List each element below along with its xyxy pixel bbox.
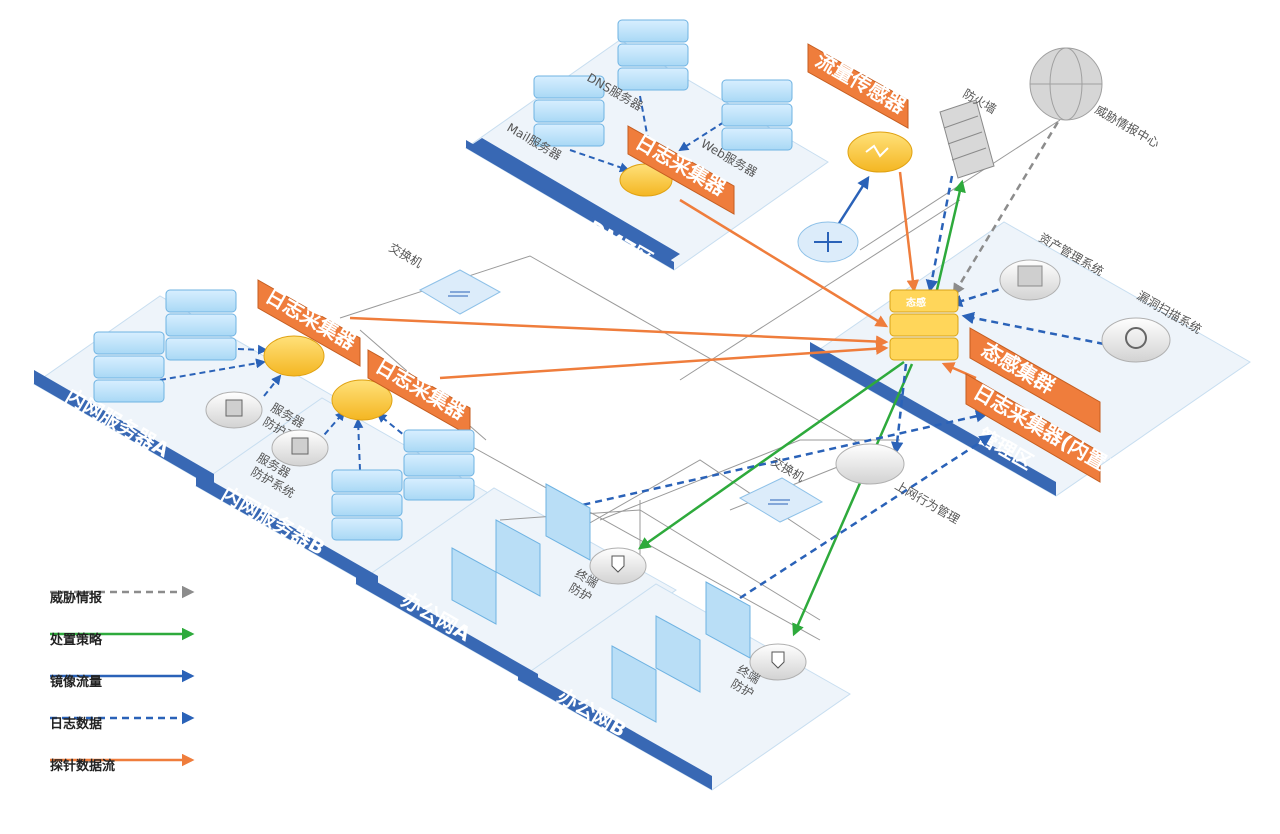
mail-server [533, 75, 605, 147]
inner-a-collector: 日志采集器 [257, 279, 361, 377]
legend-label-mirror: 镜像流量 [50, 674, 102, 690]
flow-sensor-disc [847, 131, 913, 173]
inner-a-band [34, 370, 214, 488]
log-arrow-web [678, 121, 725, 152]
probe-arrow-internal [941, 362, 977, 380]
office-a-monitors [451, 483, 591, 625]
shield-icon [611, 555, 625, 573]
inner-b-servers [331, 429, 475, 541]
dmz-collector-box [627, 125, 735, 215]
zone-bands [34, 138, 1056, 790]
log-arrow-firewall [925, 175, 954, 293]
legend-label-threat: 威胁情报 [50, 590, 103, 606]
probe-arrow-collector-a [349, 316, 889, 348]
mirror-arrow [834, 175, 870, 229]
web-server [721, 79, 793, 151]
flow-arrows [159, 95, 1105, 637]
monitor-icon [655, 615, 701, 693]
collector-a-box [257, 279, 361, 367]
inner-b-band [196, 472, 378, 590]
probe-arrow-collector-b [439, 342, 889, 380]
log-arrow-asset [949, 284, 1011, 308]
office-b-monitors [611, 581, 751, 723]
log-arrow-b-srv2 [376, 412, 411, 441]
legend-label-probe: 探针数据流 [50, 758, 115, 774]
flow-sensor-box [807, 43, 909, 129]
office-a-edr: 终端 防护 [567, 547, 647, 605]
situation-core: 态感 [889, 289, 959, 361]
policy-arrow-office-b [792, 363, 914, 637]
monitor-icon [545, 483, 591, 561]
switch-top: 交换机 [387, 240, 502, 315]
office-b-band [518, 666, 712, 790]
internal-collector-box [965, 373, 1101, 483]
monitor-icon [451, 547, 497, 625]
legend-label-log: 日志数据 [50, 716, 102, 732]
threat-center-label: 威胁情报中心 [1093, 102, 1163, 151]
log-arrow-office-a [559, 410, 989, 512]
dns-server [617, 19, 689, 91]
inner-a-servers [93, 289, 237, 403]
log-arrow-behavior [890, 363, 908, 455]
log-arrow-office-b [739, 434, 993, 600]
monitor-icon [705, 581, 751, 659]
log-arrow-a-hips [263, 374, 282, 397]
core-tag: 态感 [906, 296, 926, 309]
log-arrow-b-hips [317, 410, 346, 443]
brick-wall-icon [939, 99, 995, 179]
shield-icon [771, 651, 785, 669]
firewall: 防火墙 [939, 86, 999, 179]
probe-arrow-dmz [679, 198, 889, 328]
log-arrow-a-srv2 [159, 358, 266, 381]
monitor-icon [611, 645, 657, 723]
policy-arrow-office-a [637, 360, 905, 550]
office-a-band [356, 570, 538, 688]
router [797, 221, 859, 263]
web-behavior-label: 上网行为管理 [893, 478, 963, 527]
inner-b-hips: 服务器 防护系统 [249, 429, 329, 501]
legend-label-policy: 处置策略 [49, 632, 103, 648]
policy-arrow-firewall [934, 179, 966, 295]
flow-sensor: 流量传感器 [807, 43, 913, 173]
cluster-box [969, 327, 1101, 433]
switch-mid: 交换机 [738, 454, 824, 523]
switch-top-label: 交换机 [387, 240, 426, 271]
flow-sensor-label: 流量传感器 [812, 48, 911, 119]
web-behavior-mgmt: 上网行为管理 [835, 443, 963, 527]
monitor-icon [495, 519, 541, 597]
mgmt-band [810, 342, 1056, 496]
log-arrow-mail [569, 149, 630, 173]
probe-arrow-sensor [898, 171, 920, 293]
dmz-band-face [470, 138, 680, 262]
log-arrow-b-srv1 [353, 418, 364, 471]
